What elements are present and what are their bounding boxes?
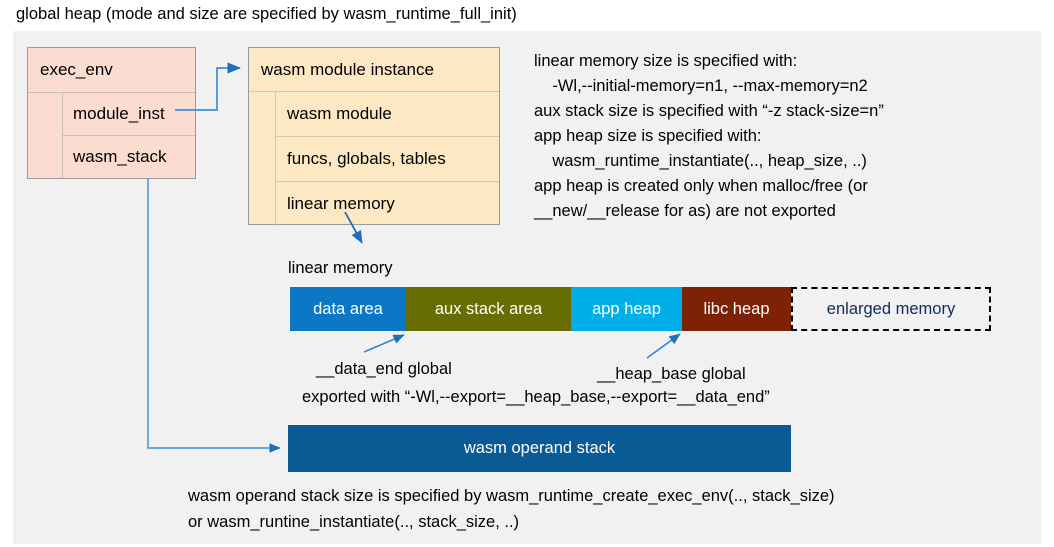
annotation-heap-base: __heap_base global	[597, 365, 746, 383]
segment-data-area: data area	[290, 287, 406, 331]
annotation-data-end: __data_end global	[316, 360, 452, 378]
module-instance-field-funcs-globals-tables: funcs, globals, tables	[275, 137, 499, 182]
module-instance-field-linear-memory: linear memory	[275, 182, 499, 226]
annotation-exported: exported with “-Wl,--export=__heap_base,…	[302, 388, 770, 406]
operand-stack-footnote: wasm operand stack size is specified by …	[188, 487, 835, 531]
module-instance-field-wasm-module: wasm module	[275, 92, 499, 137]
linear-memory-label: linear memory	[288, 259, 393, 277]
module-instance-header: wasm module instance	[249, 48, 499, 92]
linear-memory-bar: data area aux stack area app heap libc h…	[290, 287, 991, 331]
segment-app-heap: app heap	[571, 287, 682, 331]
wasm-operand-stack-bar: wasm operand stack	[288, 425, 791, 472]
exec-env-field-module-inst: module_inst	[62, 93, 195, 136]
exec-env-header: exec_env	[28, 48, 195, 93]
wasm-module-instance-box: wasm module instance wasm module funcs, …	[248, 47, 500, 226]
exec-env-field-wasm-stack: wasm_stack	[62, 136, 195, 178]
segment-aux-stack-area: aux stack area	[406, 287, 571, 331]
segment-enlarged-memory: enlarged memory	[791, 287, 991, 331]
exec-env-box: exec_env module_inst wasm_stack	[27, 47, 196, 179]
segment-libc-heap: libc heap	[682, 287, 791, 331]
page-title: global heap (mode and size are specified…	[16, 5, 517, 23]
linear-memory-notes: linear memory size is specified with: -W…	[534, 52, 884, 220]
